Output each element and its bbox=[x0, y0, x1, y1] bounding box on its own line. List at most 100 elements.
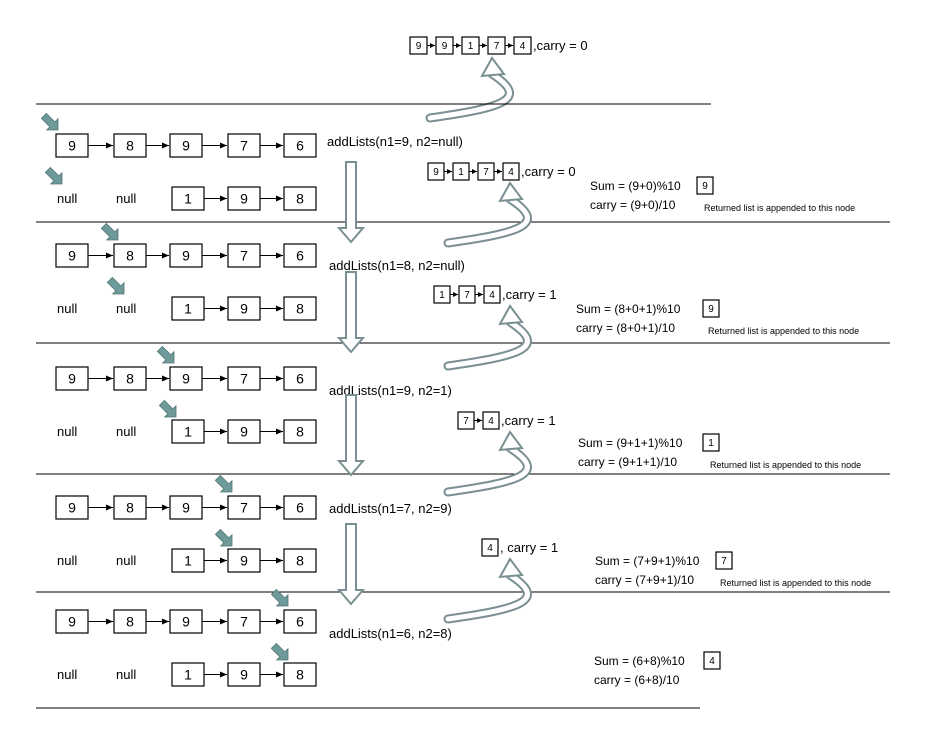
sum-label: Sum = (9+1+1)%10 bbox=[578, 436, 683, 450]
carry-label: ,carry = 1 bbox=[502, 287, 557, 302]
list2-node-value: 9 bbox=[240, 667, 248, 683]
result-node-box bbox=[483, 285, 501, 304]
list2-node-box bbox=[283, 296, 317, 321]
sum-label: Sum = (9+0)%10 bbox=[590, 179, 681, 193]
sum-value-value: 9 bbox=[708, 304, 714, 315]
list2-node-value: 9 bbox=[240, 191, 248, 207]
result-node-box bbox=[513, 36, 532, 55]
return-curve-head-icon bbox=[480, 56, 506, 78]
current-node-pointer-icon bbox=[106, 276, 125, 295]
list1-node-box bbox=[283, 366, 317, 391]
return-curve bbox=[443, 181, 532, 248]
list1-node-value: 6 bbox=[296, 248, 304, 264]
null-label: null bbox=[57, 191, 77, 206]
result-node-box bbox=[502, 162, 520, 181]
list2-node-box bbox=[283, 419, 317, 444]
return-curve bbox=[443, 557, 532, 624]
list2-node-value: 8 bbox=[296, 191, 304, 207]
result-node-box bbox=[481, 538, 499, 557]
result-node-value: 7 bbox=[483, 167, 489, 178]
pointer-arrow-icon bbox=[270, 588, 289, 607]
sum-value-value: 1 bbox=[708, 438, 714, 449]
null-label: null bbox=[116, 191, 136, 206]
list1-node-value: 9 bbox=[182, 138, 190, 154]
list2-node-box bbox=[283, 548, 317, 573]
current-node-pointer-icon bbox=[270, 642, 289, 661]
call-label: addLists(n1=6, n2=8) bbox=[329, 626, 452, 641]
list1-node-value: 8 bbox=[126, 371, 134, 387]
result-node-box bbox=[482, 411, 500, 430]
result-node-value: 4 bbox=[520, 41, 526, 52]
list2-node-value: 1 bbox=[184, 424, 192, 440]
return-curve-head-icon bbox=[498, 430, 524, 452]
list1-node-value: 7 bbox=[240, 248, 248, 264]
list1-node-value: 7 bbox=[240, 138, 248, 154]
null-label: null bbox=[57, 424, 77, 439]
call-label: addLists(n1=9, n2=1) bbox=[329, 383, 452, 398]
carry-calc-label: carry = (6+8)/10 bbox=[594, 673, 680, 687]
null-label: null bbox=[57, 301, 77, 316]
return-curve-fill bbox=[445, 445, 530, 495]
pointer-arrow-icon bbox=[214, 528, 233, 547]
list1-node-value: 6 bbox=[296, 371, 304, 387]
append-note: Returned list is appended to this node bbox=[704, 203, 855, 213]
list2-node-value: 8 bbox=[296, 424, 304, 440]
result-node-value: 9 bbox=[416, 41, 422, 52]
sum-value-value: 9 bbox=[702, 181, 708, 192]
return-curve-fill bbox=[445, 319, 530, 369]
carry-calc-label: carry = (9+0)/10 bbox=[590, 198, 676, 212]
sum-value-box bbox=[702, 433, 720, 452]
current-node-pointer-icon bbox=[40, 112, 59, 131]
current-node-pointer-icon bbox=[156, 345, 175, 364]
result-node-value: 1 bbox=[458, 167, 464, 178]
recursion-down-arrow bbox=[336, 271, 366, 354]
list1-node-value: 9 bbox=[68, 138, 76, 154]
current-node-pointer-icon bbox=[214, 474, 233, 493]
result-node-value: 7 bbox=[463, 416, 469, 427]
list1-node-box bbox=[283, 495, 317, 520]
return-curve bbox=[443, 430, 532, 497]
call-label: addLists(n1=7, n2=9) bbox=[329, 501, 452, 516]
sum-value-box bbox=[715, 551, 733, 570]
list2-node-box bbox=[283, 186, 317, 211]
return-curve-head-icon bbox=[498, 557, 524, 579]
list1-node-value: 8 bbox=[126, 138, 134, 154]
current-node-pointer-icon bbox=[44, 166, 63, 185]
list2-node-value: 9 bbox=[240, 553, 248, 569]
sum-value-value: 7 bbox=[721, 556, 727, 567]
return-curve-head-icon bbox=[498, 304, 524, 326]
result-node-value: 4 bbox=[487, 543, 493, 554]
call-label: addLists(n1=9, n2=null) bbox=[327, 134, 463, 149]
list1-node-value: 9 bbox=[68, 614, 76, 630]
list2-node-value: 9 bbox=[240, 301, 248, 317]
carry-calc-label: carry = (9+1+1)/10 bbox=[578, 455, 677, 469]
recursion-down-arrow bbox=[336, 523, 366, 606]
list1-node-value: 7 bbox=[240, 371, 248, 387]
call-label: addLists(n1=8, n2=null) bbox=[329, 258, 465, 273]
return-curve bbox=[443, 304, 532, 371]
pointer-arrow-icon bbox=[40, 112, 59, 131]
list2-node-value: 8 bbox=[296, 553, 304, 569]
list1-node-value: 8 bbox=[126, 248, 134, 264]
list1-node-value: 8 bbox=[126, 614, 134, 630]
list1-node-box bbox=[283, 609, 317, 634]
list1-node-box bbox=[283, 133, 317, 158]
recursion-down-arrow bbox=[336, 161, 366, 244]
list2-node-value: 1 bbox=[184, 191, 192, 207]
list1-node-value: 9 bbox=[182, 248, 190, 264]
carry-calc-label: carry = (7+9+1)/10 bbox=[595, 573, 694, 587]
pointer-arrow-icon bbox=[214, 474, 233, 493]
current-node-pointer-icon bbox=[158, 399, 177, 418]
list1-node-box bbox=[283, 243, 317, 268]
list1-node-value: 6 bbox=[296, 138, 304, 154]
sum-label: Sum = (8+0+1)%10 bbox=[576, 302, 681, 316]
result-node-value: 7 bbox=[494, 41, 500, 52]
sum-value-box bbox=[696, 176, 714, 195]
list1-node-value: 9 bbox=[68, 500, 76, 516]
current-node-pointer-icon bbox=[214, 528, 233, 547]
list1-node-value: 7 bbox=[240, 614, 248, 630]
carry-label: ,carry = 1 bbox=[501, 413, 556, 428]
pointer-arrow-icon bbox=[158, 399, 177, 418]
